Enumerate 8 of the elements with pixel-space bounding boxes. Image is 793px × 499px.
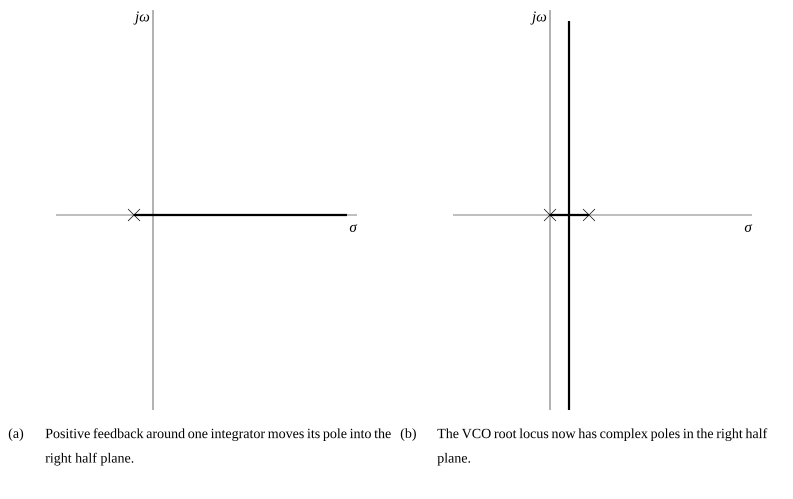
subfigure-letter: (b) xyxy=(400,428,416,441)
caption: The VCO root locus now has complex poles in the right half plane. xyxy=(437,428,768,466)
axis-label: jω xyxy=(530,11,546,25)
axis-label: σ xyxy=(350,224,358,232)
axis-label: jω xyxy=(133,11,150,25)
axis-label: σ xyxy=(744,224,752,232)
subfigure-letter: (a) xyxy=(8,428,24,441)
caption: Positive feedback around one integrator moves its pole into the right half plane. xyxy=(45,428,391,466)
